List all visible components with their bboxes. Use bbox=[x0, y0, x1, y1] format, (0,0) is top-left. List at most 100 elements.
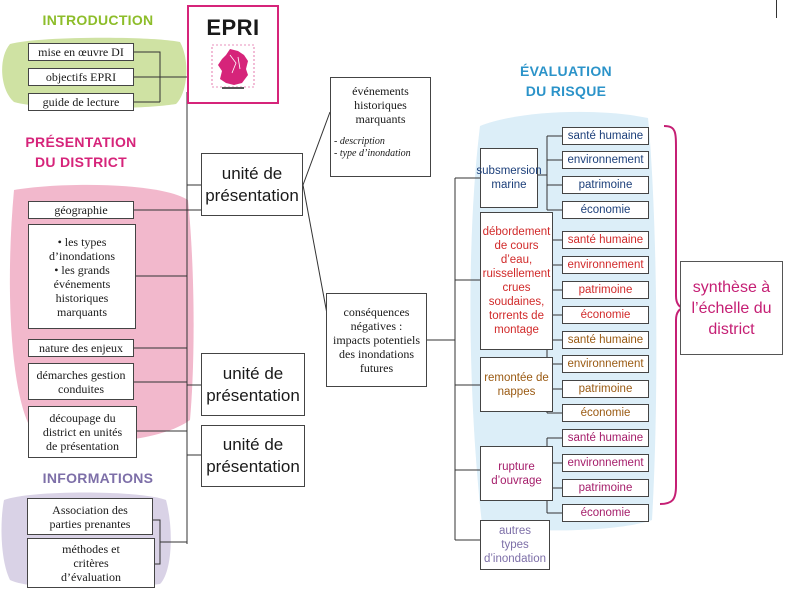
consequences-line: conséquences bbox=[343, 305, 410, 319]
impact-environnement-remontee[interactable]: environnement bbox=[562, 355, 649, 373]
impact-environnement-submersion[interactable]: environnement bbox=[562, 151, 649, 169]
intro-item-mise-en-oeuvre[interactable]: mise en œuvre DI bbox=[28, 43, 134, 61]
risk-rupture-line: rupture bbox=[498, 460, 535, 473]
impact-economie-rupture[interactable]: économie bbox=[562, 504, 649, 522]
risk-debordement-line: débordement bbox=[482, 226, 551, 238]
impact-environnement-debordement[interactable]: environnement bbox=[562, 256, 649, 274]
risk-rupture-line: d’ouvrage bbox=[491, 474, 542, 487]
risk-autres-line: autres types bbox=[499, 525, 531, 551]
risk-debordement-line: ruissellement bbox=[482, 268, 551, 280]
district-gestion-line: conduites bbox=[58, 381, 104, 396]
synthese-box[interactable]: synthèse à l’échelle du district bbox=[680, 261, 783, 355]
district-item-geographie[interactable]: géographie bbox=[28, 201, 134, 219]
unit-label-line2: présentation bbox=[205, 185, 299, 205]
district-types-line: • les types bbox=[57, 234, 107, 249]
events-title-line: historiques bbox=[354, 98, 407, 112]
risk-debordement-line: d’eau, bbox=[500, 254, 533, 266]
risk-submersion-line: subsmersion bbox=[476, 165, 542, 177]
district-types-line: • les grands bbox=[54, 262, 110, 277]
unit-label-line2: présentation bbox=[206, 385, 300, 405]
impact-sante-remontee[interactable]: santé humaine bbox=[562, 331, 649, 349]
info-methodes-line: méthodes et bbox=[62, 542, 120, 556]
unit-box-2[interactable]: unité de présentation bbox=[201, 353, 305, 416]
district-item-gestion[interactable]: démarches gestion conduites bbox=[28, 363, 134, 400]
district-types-line: historiques bbox=[55, 290, 109, 305]
risk-rupture[interactable]: rupture d’ouvrage bbox=[480, 446, 553, 501]
impact-patrimoine-remontee[interactable]: patrimoine bbox=[562, 380, 649, 398]
info-assoc-line: parties prenantes bbox=[49, 516, 131, 531]
risk-debordement-line: soudaines, bbox=[488, 296, 545, 308]
impact-patrimoine-rupture[interactable]: patrimoine bbox=[562, 479, 649, 497]
district-types-line: événements bbox=[53, 276, 111, 291]
impact-sante-debordement[interactable]: santé humaine bbox=[562, 231, 649, 249]
risk-remontee-line: nappes bbox=[497, 385, 536, 398]
synthese-line: l’échelle du bbox=[691, 299, 772, 317]
heading-introduction: INTRODUCTION bbox=[42, 12, 154, 28]
risk-submersion[interactable]: subsmersion marine bbox=[476, 148, 542, 208]
consequences-line: impacts potentiels bbox=[333, 333, 420, 347]
impact-economie-remontee[interactable]: économie bbox=[562, 404, 649, 422]
events-title-line: événements bbox=[352, 84, 409, 98]
intro-item-objectifs[interactable]: objectifs EPRI bbox=[28, 68, 134, 86]
impact-economie-debordement[interactable]: économie bbox=[562, 306, 649, 324]
district-gestion-line: démarches gestion bbox=[36, 367, 126, 382]
heading-informations: INFORMATIONS bbox=[42, 470, 154, 486]
risk-autres-line: d’inondation bbox=[483, 553, 547, 565]
consequences-box[interactable]: conséquences négatives : impacts potenti… bbox=[326, 293, 427, 387]
consequences-line: futures bbox=[359, 361, 394, 375]
district-item-types-events[interactable]: • les types d’inondations • les grands é… bbox=[28, 224, 136, 329]
impact-sante-rupture[interactable]: santé humaine bbox=[562, 429, 649, 447]
risk-debordement-line: torrents de bbox=[489, 310, 544, 322]
impact-economie-submersion[interactable]: économie bbox=[562, 201, 649, 219]
consequences-line: négatives : bbox=[350, 319, 403, 333]
epri-logo: EPRI bbox=[187, 5, 279, 104]
unit-box-1[interactable]: unité de présentation bbox=[201, 153, 303, 216]
info-methodes-line: d’évaluation bbox=[61, 570, 121, 584]
epri-title: EPRI bbox=[206, 15, 260, 40]
unit-box-3[interactable]: unité de présentation bbox=[201, 425, 305, 487]
impact-environnement-rupture[interactable]: environnement bbox=[562, 454, 649, 472]
district-item-enjeux[interactable]: nature des enjeux bbox=[28, 339, 134, 357]
synthese-line: synthèse à bbox=[692, 278, 771, 296]
heading-evaluation: ÉVALUATION DU RISQUE bbox=[496, 61, 636, 101]
risk-autres[interactable]: autres types d’inondation bbox=[480, 520, 550, 570]
consequences-line: des inondations bbox=[339, 347, 414, 361]
heading-presentation: PRÉSENTATION DU DISTRICT bbox=[6, 132, 156, 172]
info-methodes-line: critères bbox=[73, 556, 109, 570]
heading-evaluation-line2: DU RISQUE bbox=[525, 83, 607, 99]
info-assoc-line: Association des bbox=[52, 502, 128, 517]
events-detail-type: - type d’inondation bbox=[334, 148, 411, 159]
risk-submersion-line: marine bbox=[491, 179, 527, 191]
risk-debordement-line: de cours bbox=[494, 240, 539, 252]
district-decoupage-line: de présentation bbox=[46, 439, 119, 453]
district-decoupage-line: district en unités bbox=[42, 425, 123, 439]
events-box[interactable]: événements historiques marquants - descr… bbox=[330, 77, 431, 177]
synthese-line: district bbox=[708, 320, 755, 338]
intro-item-guide[interactable]: guide de lecture bbox=[28, 93, 134, 111]
impact-sante-submersion[interactable]: santé humaine bbox=[562, 127, 649, 145]
heading-presentation-line2: DU DISTRICT bbox=[35, 154, 127, 170]
risk-remontee[interactable]: remontée de nappes bbox=[480, 357, 553, 412]
risk-remontee-line: remontée de bbox=[484, 371, 549, 384]
risk-debordement-line: montage bbox=[494, 324, 539, 336]
unit-label-line1: unité de bbox=[221, 163, 283, 183]
district-types-line: marquants bbox=[57, 304, 107, 319]
unit-label-line2: présentation bbox=[206, 457, 300, 476]
heading-presentation-line1: PRÉSENTATION bbox=[25, 134, 137, 150]
district-decoupage-line: découpage du bbox=[49, 411, 116, 425]
info-item-association[interactable]: Association des parties prenantes bbox=[27, 498, 153, 535]
info-item-methodes[interactable]: méthodes et critères d’évaluation bbox=[27, 538, 155, 588]
district-item-decoupage[interactable]: découpage du district en unités de prése… bbox=[28, 406, 137, 458]
impact-patrimoine-debordement[interactable]: patrimoine bbox=[562, 281, 649, 299]
heading-evaluation-line1: ÉVALUATION bbox=[520, 63, 612, 79]
france-map-icon bbox=[211, 44, 255, 89]
events-title-line: marquants bbox=[355, 112, 406, 126]
events-detail-description: - description bbox=[334, 136, 385, 147]
impact-patrimoine-submersion[interactable]: patrimoine bbox=[562, 176, 649, 194]
risk-debordement[interactable]: débordement de cours d’eau, ruissellemen… bbox=[480, 212, 553, 350]
district-types-line: d’inondations bbox=[49, 248, 115, 263]
risk-debordement-line: crues bbox=[502, 282, 531, 294]
unit-label-line1: unité de bbox=[222, 363, 284, 383]
top-edge-line bbox=[776, 0, 777, 18]
